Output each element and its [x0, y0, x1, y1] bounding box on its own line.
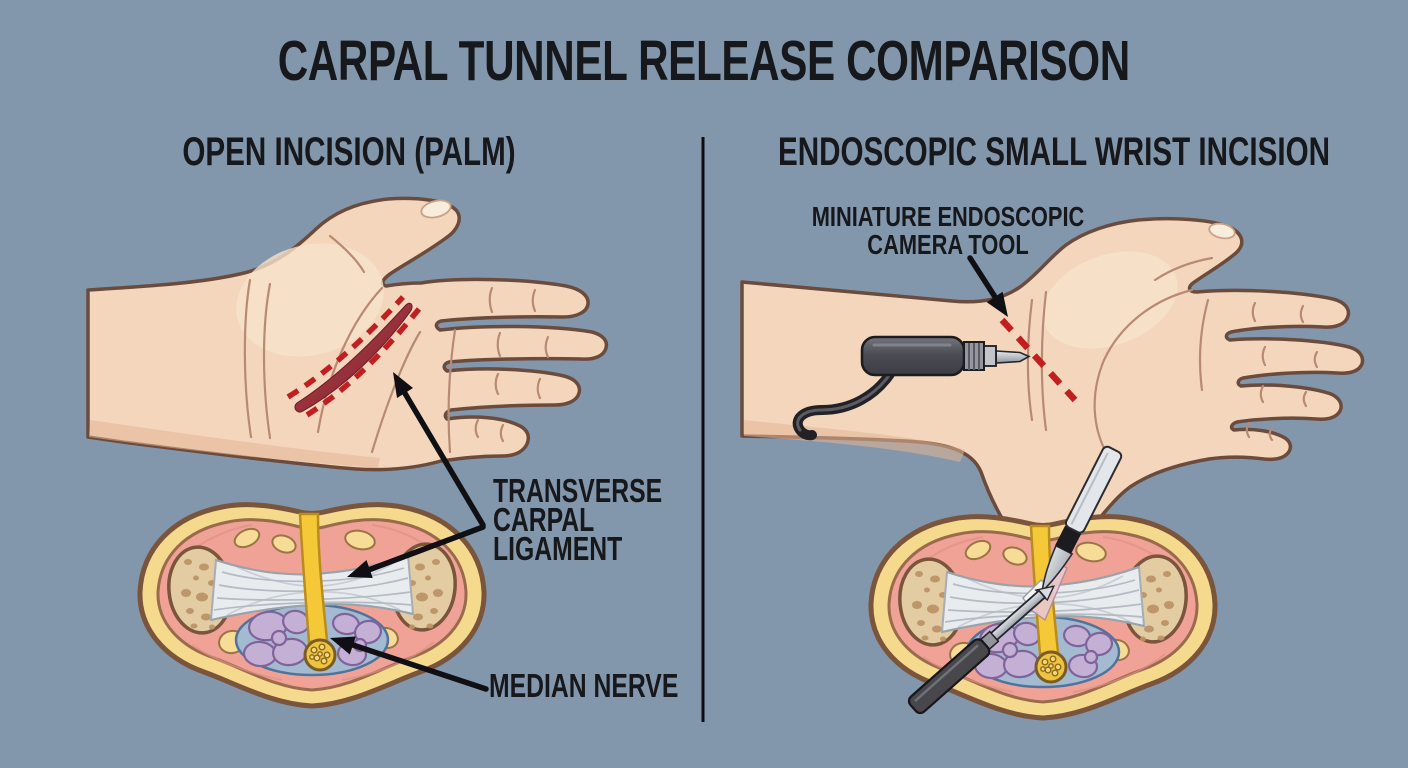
- scalpel: [1041, 445, 1123, 593]
- transverse-carpal-ligament-label: TRANSVERSE CARPAL LIGAMENT: [493, 472, 663, 567]
- scalpel-blade: [1041, 544, 1074, 593]
- right-panel-heading: ENDOSCOPIC SMALL WRIST INCISION: [777, 130, 1331, 174]
- probe-handle: [907, 638, 991, 715]
- scalpel-handle: [1064, 445, 1123, 534]
- left-cross-section: [140, 505, 484, 706]
- endoscopic-camera-tool: [792, 335, 1031, 441]
- incision-dashed-line: [286, 295, 406, 400]
- left-panel-heading: OPEN INCISION (PALM): [182, 130, 516, 174]
- thumb-nail: [1208, 222, 1236, 240]
- thumb-nail: [420, 199, 452, 219]
- camera-tool-label: MINIATURE ENDOSCOPIC CAMERA TOOL: [811, 201, 1085, 260]
- median-nerve-label: MEDIAN NERVE: [489, 667, 679, 704]
- scalpel-band: [1055, 525, 1082, 554]
- wrist-incision-dashed-line: [999, 317, 1078, 403]
- tool-body: [860, 335, 966, 377]
- annotation-arrows-left: [330, 372, 489, 692]
- arrow-to-palm-incision: [400, 387, 486, 528]
- palm-incision: [286, 295, 422, 418]
- endoscope-probe: [907, 585, 1056, 715]
- arrow-to-ligament: [363, 524, 486, 574]
- annotation-arrow-camera-tool: [967, 255, 1008, 317]
- arrow-to-median-nerve: [347, 641, 489, 692]
- page-title: CARPAL TUNNEL RELEASE COMPARISON: [0, 28, 1408, 94]
- left-forearm-hand: [86, 196, 609, 472]
- page-title-text: CARPAL TUNNEL RELEASE COMPARISON: [277, 29, 1131, 93]
- palm-creases: [243, 234, 550, 454]
- right-forearm-hand: [740, 216, 1365, 559]
